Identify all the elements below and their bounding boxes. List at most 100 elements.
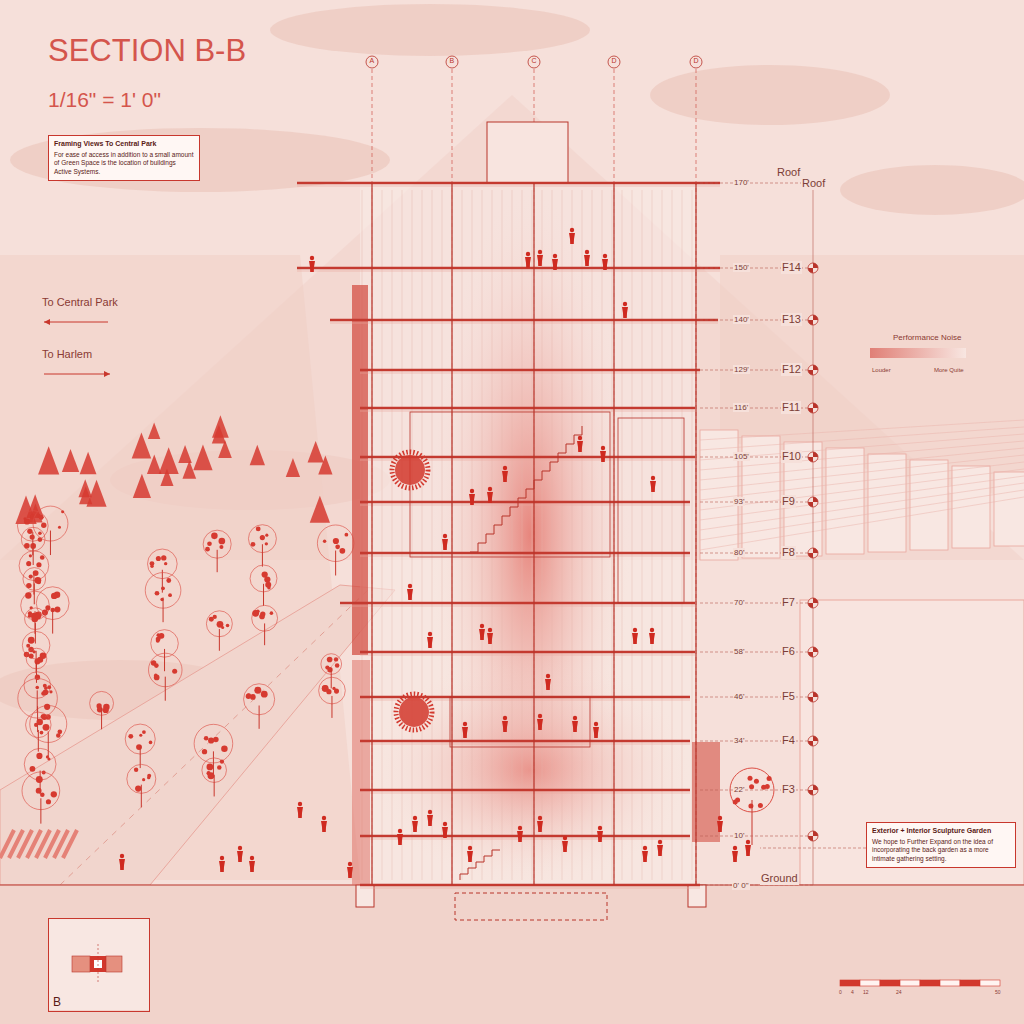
person	[310, 256, 314, 260]
mullion	[542, 190, 543, 880]
leaf-cluster	[161, 555, 166, 560]
pine-tree	[310, 496, 330, 523]
tree-trunk	[262, 544, 263, 566]
mullion	[472, 190, 473, 880]
leaf-cluster	[219, 545, 223, 549]
mullion	[562, 190, 563, 880]
pine-tree	[212, 425, 226, 444]
person	[552, 259, 558, 270]
scale-bar	[980, 980, 1000, 986]
leaf-cluster	[154, 663, 159, 668]
volume	[450, 697, 590, 747]
leaf-cluster	[35, 614, 41, 620]
person	[657, 845, 663, 856]
leaf-cluster	[155, 591, 160, 596]
person	[298, 802, 302, 806]
person	[538, 250, 542, 254]
leaf-cluster	[754, 779, 759, 784]
stair	[470, 426, 582, 552]
person	[412, 821, 418, 832]
context-line	[700, 497, 1024, 550]
floor-slab	[360, 884, 700, 887]
direction-arrow	[44, 374, 110, 375]
leaf-cluster	[135, 785, 141, 791]
scale-bar	[920, 980, 940, 986]
leaf-cluster	[34, 577, 41, 584]
leaf-cluster	[345, 533, 349, 537]
mullion	[432, 190, 433, 880]
leaf-cluster	[150, 565, 153, 568]
level-marker	[813, 831, 818, 836]
leaf-cluster	[35, 675, 40, 680]
person	[488, 628, 492, 632]
tree-trunk	[101, 708, 102, 729]
stair	[460, 850, 500, 880]
gradient-label: More Quite	[934, 367, 964, 374]
level-line	[700, 836, 813, 837]
person	[463, 722, 467, 726]
leaf-cluster	[37, 657, 43, 663]
scale-bar	[860, 980, 880, 986]
person	[238, 846, 242, 850]
floor-slab	[360, 651, 695, 654]
scale-number: 50	[995, 990, 1001, 996]
person	[249, 861, 255, 872]
leaf-cluster	[217, 765, 222, 770]
leaf-cluster	[211, 533, 218, 540]
leaf-cluster	[136, 744, 142, 750]
grid-letter: D	[612, 57, 617, 65]
pine-tree	[80, 452, 97, 474]
mullion	[442, 190, 443, 880]
grid-line	[372, 69, 373, 885]
leaf-cluster	[209, 617, 214, 622]
mullion	[492, 190, 493, 880]
floor-slab	[330, 319, 718, 322]
leaf-cluster	[156, 556, 161, 561]
level-marker	[813, 403, 818, 408]
person	[538, 816, 542, 820]
leaf-cluster	[154, 675, 160, 681]
elevation: 10'	[733, 831, 745, 840]
mullion	[402, 190, 403, 880]
leaf-cluster	[142, 778, 145, 781]
level-name: F13	[781, 313, 802, 326]
leaf-cluster	[28, 637, 35, 644]
leaf-cluster	[28, 614, 31, 617]
leaf-cluster	[758, 803, 763, 808]
mullion	[522, 190, 523, 880]
person	[632, 633, 638, 644]
leaf-cluster	[323, 539, 326, 542]
leaf-cluster	[761, 785, 766, 790]
box-heading: Exterior + Interior Sculpture Garden	[872, 827, 1010, 836]
leaf-cluster	[36, 562, 41, 567]
leaf-cluster	[103, 710, 106, 713]
leaf-cluster	[322, 685, 328, 691]
person	[553, 254, 557, 258]
tree-trunk	[33, 544, 34, 565]
leaf-cluster	[767, 776, 772, 781]
foundation	[455, 893, 607, 920]
leaf-cluster	[30, 535, 35, 540]
box-body: For ease of access in addition to a smal…	[54, 151, 194, 176]
cloud	[840, 165, 1024, 215]
ground-strip	[0, 885, 1024, 1024]
elevation: 46'	[733, 692, 745, 701]
mullion	[462, 190, 463, 880]
leaf-cluster	[202, 749, 207, 754]
direction-label: To Harlem	[42, 348, 92, 361]
level-line	[700, 885, 813, 886]
person	[442, 827, 448, 838]
leaf-cluster	[164, 562, 167, 565]
leaf-cluster	[32, 650, 35, 653]
person	[250, 856, 254, 860]
leaf-cluster	[267, 586, 270, 589]
leaf-cluster	[213, 737, 219, 743]
floor-slab	[360, 740, 690, 743]
level-marker	[808, 457, 813, 462]
neighbour-building	[952, 466, 990, 548]
level-name: F9	[781, 495, 796, 508]
person	[569, 233, 575, 244]
floor-slab	[360, 407, 695, 410]
leaf-cluster	[128, 734, 133, 739]
person	[545, 679, 551, 690]
